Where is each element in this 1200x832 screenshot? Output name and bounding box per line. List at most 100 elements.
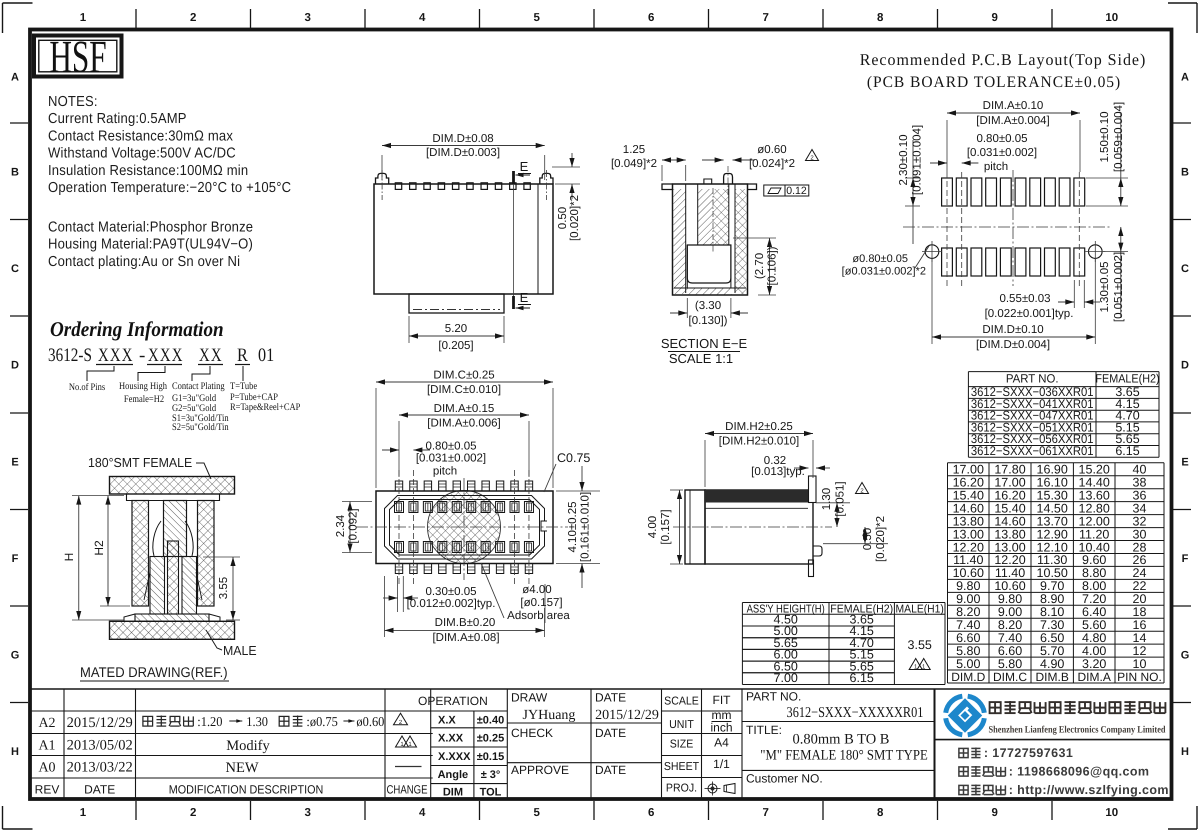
svg-text:SECTION E−E: SECTION E−E bbox=[661, 336, 748, 351]
svg-text:12.20: 12.20 bbox=[994, 553, 1025, 567]
svg-text:SIZE: SIZE bbox=[670, 739, 694, 751]
svg-text:8.00: 8.00 bbox=[1082, 579, 1106, 593]
svg-text:14.40: 14.40 bbox=[1079, 476, 1110, 490]
svg-text:3: 3 bbox=[305, 807, 311, 819]
svg-text:E: E bbox=[520, 290, 529, 305]
svg-text:E: E bbox=[1181, 456, 1188, 468]
svg-text:X.XXX: X.XXX bbox=[438, 751, 471, 763]
svg-text:8.80: 8.80 bbox=[1082, 566, 1106, 580]
svg-text:A0: A0 bbox=[38, 761, 55, 776]
svg-text:16.90: 16.90 bbox=[1037, 463, 1068, 477]
svg-text:[0.092]: [0.092] bbox=[348, 508, 360, 543]
svg-text:1.30±0.05: 1.30±0.05 bbox=[1099, 261, 1111, 312]
svg-text:: http://www.szlfying.com: : http://www.szlfying.com bbox=[1009, 783, 1169, 797]
svg-text:FEMALE(H2): FEMALE(H2) bbox=[1095, 372, 1159, 386]
svg-text:[0.161±0.010]: [0.161±0.010] bbox=[580, 492, 592, 562]
svg-text:15.20: 15.20 bbox=[1079, 463, 1110, 477]
svg-text:[DIM.D±0.003]: [DIM.D±0.003] bbox=[426, 147, 500, 159]
svg-text:12.10: 12.10 bbox=[1037, 540, 1068, 554]
svg-text:[0.013]typ.: [0.013]typ. bbox=[751, 466, 805, 478]
svg-text:DATE: DATE bbox=[595, 763, 626, 777]
svg-text:8.90: 8.90 bbox=[1040, 592, 1064, 606]
svg-text:0.55±0.03: 0.55±0.03 bbox=[999, 293, 1050, 305]
svg-text:5.15: 5.15 bbox=[850, 648, 874, 662]
svg-text:13.60: 13.60 bbox=[1079, 488, 1110, 502]
svg-text:0.32: 0.32 bbox=[764, 455, 786, 467]
svg-text:JYHuang: JYHuang bbox=[523, 708, 576, 723]
svg-text:10: 10 bbox=[1105, 807, 1118, 819]
svg-text:5.80: 5.80 bbox=[956, 644, 980, 658]
svg-text:38: 38 bbox=[1133, 476, 1147, 490]
svg-text:40: 40 bbox=[1133, 463, 1147, 477]
svg-text:Housing High: Housing High bbox=[119, 381, 167, 392]
svg-text:(2.70: (2.70 bbox=[754, 253, 766, 279]
svg-text:4.15: 4.15 bbox=[850, 624, 874, 638]
svg-text:16.10: 16.10 bbox=[1037, 476, 1068, 490]
svg-text:1: 1 bbox=[80, 807, 87, 819]
svg-text:30: 30 bbox=[1133, 527, 1147, 541]
svg-text:4.70: 4.70 bbox=[850, 636, 874, 650]
svg-text:DIM.D±0.10: DIM.D±0.10 bbox=[982, 324, 1043, 336]
svg-text:3612−SXXX−056XXR01: 3612−SXXX−056XXR01 bbox=[971, 432, 1094, 446]
svg-text:Angle: Angle bbox=[438, 769, 469, 781]
svg-text:1: 1 bbox=[80, 12, 87, 24]
svg-text:[0.020]*2: [0.020]*2 bbox=[569, 195, 581, 241]
svg-text:Operation Temperature:−20°C: Operation Temperature:−20°C to +105°C bbox=[48, 180, 291, 196]
svg-text:9.80: 9.80 bbox=[998, 592, 1022, 606]
svg-text:DRAW: DRAW bbox=[511, 691, 548, 705]
svg-text:4.70: 4.70 bbox=[1115, 409, 1139, 423]
svg-text:DIM.A±0.15: DIM.A±0.15 bbox=[434, 403, 495, 415]
svg-text:APPROVE: APPROVE bbox=[511, 763, 569, 777]
svg-text:[0.020]*2: [0.020]*2 bbox=[875, 516, 887, 562]
svg-text:11.40: 11.40 bbox=[953, 553, 983, 567]
svg-text:10: 10 bbox=[1133, 657, 1147, 671]
svg-text:24: 24 bbox=[1133, 566, 1147, 580]
svg-text:E: E bbox=[520, 159, 529, 174]
svg-text:0.30±0.05: 0.30±0.05 bbox=[425, 586, 476, 598]
svg-text:H: H bbox=[62, 553, 76, 562]
svg-text:1: 1 bbox=[914, 664, 918, 671]
svg-text:9.00: 9.00 bbox=[998, 605, 1022, 619]
svg-text:3.20: 3.20 bbox=[1082, 657, 1106, 671]
svg-text:F: F bbox=[12, 553, 19, 565]
svg-text:MALE(H1): MALE(H1) bbox=[896, 604, 944, 616]
svg-text:B: B bbox=[1181, 166, 1189, 178]
svg-text:4.80: 4.80 bbox=[1082, 631, 1106, 645]
svg-text:A1: A1 bbox=[38, 739, 55, 754]
svg-text:7: 7 bbox=[763, 12, 769, 24]
svg-text:Contact Plating: Contact Plating bbox=[172, 381, 225, 392]
svg-text:PART NO.: PART NO. bbox=[1006, 372, 1059, 386]
svg-text:[0.091±0.004]: [0.091±0.004] bbox=[912, 125, 924, 195]
svg-text:(3.30: (3.30 bbox=[695, 300, 721, 312]
svg-text:17.80: 17.80 bbox=[994, 463, 1025, 477]
svg-text:6.50: 6.50 bbox=[774, 659, 798, 673]
svg-text:3612-S: 3612-S bbox=[48, 345, 92, 366]
svg-text:2.30±0.10: 2.30±0.10 bbox=[898, 134, 910, 185]
svg-text:P=Tube+CAP: P=Tube+CAP bbox=[230, 392, 278, 403]
svg-text:13.80: 13.80 bbox=[994, 527, 1025, 541]
svg-text:[DIM.A±0.004]: [DIM.A±0.004] bbox=[976, 115, 1049, 127]
svg-text:9.00: 9.00 bbox=[956, 592, 980, 606]
svg-text:11.30: 11.30 bbox=[1037, 553, 1067, 567]
svg-text:7.40: 7.40 bbox=[998, 631, 1022, 645]
svg-text:5.65: 5.65 bbox=[850, 659, 874, 673]
svg-text:9.70: 9.70 bbox=[1040, 579, 1064, 593]
svg-text:20: 20 bbox=[1133, 592, 1147, 606]
svg-text:0.80mm B TO B: 0.80mm B TO B bbox=[793, 732, 890, 748]
svg-text:3612−SXXX−041XXR01: 3612−SXXX−041XXR01 bbox=[971, 397, 1094, 411]
svg-text::1.20: :1.20 bbox=[197, 714, 222, 729]
svg-text:11.20: 11.20 bbox=[1079, 527, 1109, 541]
svg-text:8.10: 8.10 bbox=[1040, 605, 1064, 619]
svg-text:C: C bbox=[11, 263, 19, 275]
svg-text:4.90: 4.90 bbox=[1040, 657, 1064, 671]
svg-text:DIM.B: DIM.B bbox=[1036, 670, 1069, 684]
svg-text:7.40: 7.40 bbox=[956, 618, 980, 632]
svg-text:SCALE: SCALE bbox=[664, 696, 699, 708]
svg-text:TITLE:: TITLE: bbox=[746, 723, 782, 737]
svg-text:DIM.D: DIM.D bbox=[951, 670, 985, 684]
svg-text:A: A bbox=[1181, 71, 1189, 83]
svg-text:E: E bbox=[11, 456, 18, 468]
svg-text:G2=5u"Gold: G2=5u"Gold bbox=[172, 403, 216, 414]
svg-text:13.70: 13.70 bbox=[1037, 514, 1068, 528]
svg-text:12: 12 bbox=[1133, 644, 1147, 658]
